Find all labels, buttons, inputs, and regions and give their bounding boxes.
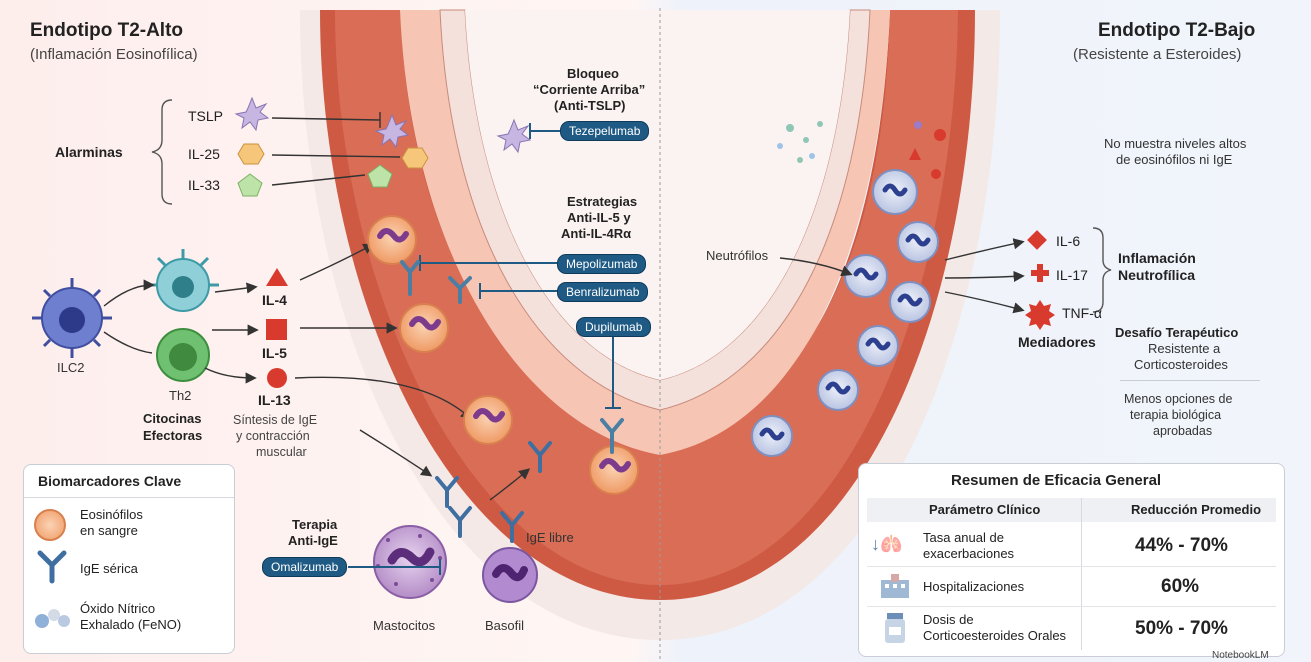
il13-circle-icon: [267, 368, 287, 388]
watermark: NotebookLM: [1212, 650, 1269, 661]
mepolizumab-pill: Mepolizumab: [557, 254, 646, 274]
molecule-icon: [30, 603, 74, 633]
il4-triangle-icon: [266, 268, 288, 286]
right-subtitle: (Resistente a Esteroides): [1073, 46, 1241, 63]
alarmin-il33: IL-33: [188, 177, 220, 193]
ige-synthesis-1: Síntesis de IgE: [233, 413, 317, 427]
biomarkers-panel: Biomarcadores Clave Eosinófilos en sangr…: [23, 464, 235, 654]
mediadores-label: Mediadores: [1018, 334, 1096, 350]
strategies-label-2: Anti-IL-5 y: [567, 210, 631, 225]
lungs-icon: ↓🫁: [871, 534, 902, 555]
th2-label: Th2: [169, 388, 191, 403]
cytokine-il13: IL-13: [258, 392, 291, 408]
biomarker-2-line1: IgE sérica: [80, 561, 138, 576]
summary-col1-header: Parámetro Clínico: [929, 502, 1040, 517]
il5-square-icon: [266, 319, 287, 340]
tslp-icon: [236, 98, 268, 130]
summary-panel: Resumen de Eficacia General Parámetro Cl…: [858, 463, 1285, 657]
row1-value: 44% - 70%: [1135, 535, 1228, 557]
biomarker-3-line1: Óxido Nítrico: [80, 601, 155, 616]
basophil-icon: [483, 548, 537, 602]
mast-cell-icon: [374, 526, 446, 598]
challenge-divider: [1120, 380, 1260, 381]
cytokine-il5: IL-5: [262, 345, 287, 361]
fewer-line-1: Menos opciones de: [1124, 392, 1232, 406]
ige-synthesis-3: muscular: [256, 445, 307, 459]
alarmin-tslp: TSLP: [188, 108, 223, 124]
ilc2-cell-icon: [32, 278, 112, 358]
mediator-il6: IL-6: [1056, 233, 1080, 249]
neutrofilos-label: Neutrófilos: [706, 248, 768, 263]
upstream-label-3: (Anti-TSLP): [554, 98, 625, 113]
summary-row: Hospitalizaciones 60%: [867, 568, 1276, 607]
fewer-line-2: terapia biológica: [1130, 408, 1221, 422]
row3-param-2: Corticoesteroides Orales: [923, 628, 1066, 643]
hospital-icon: [877, 572, 917, 602]
challenge-title: Desafío Terapéutico: [1115, 325, 1238, 340]
challenge-line-1: Resistente a: [1148, 341, 1220, 356]
effector-label-2: Efectoras: [143, 428, 202, 443]
summary-title: Resumen de Eficacia General: [951, 472, 1161, 489]
il17-cross-icon: [1031, 264, 1049, 282]
anti-ige-label-2: Anti-IgE: [288, 533, 338, 548]
tnf-star-icon: [1025, 300, 1055, 330]
row1-param-2: exacerbaciones: [923, 546, 1014, 561]
strategies-label-3: Anti-IL-4Rα: [561, 226, 631, 241]
summary-row: ↓🫁 Tasa anual de exacerbaciones 44% - 70…: [867, 526, 1276, 567]
mediator-tnf: TNF-α: [1062, 305, 1102, 321]
effector-label-1: Citocinas: [143, 411, 202, 426]
pill-bottle-icon: [881, 611, 911, 647]
fewer-line-3: aprobadas: [1153, 424, 1212, 438]
tezepelumab-pill: Tezepelumab: [560, 121, 649, 141]
ige-libre-label: IgE libre: [526, 530, 574, 545]
summary-row: Dosis de Corticoesteroides Orales 50% - …: [867, 608, 1276, 650]
cytokine-il4: IL-4: [262, 292, 287, 308]
challenge-line-2: Corticosteroides: [1134, 357, 1228, 372]
mediator-il17: IL-17: [1056, 267, 1088, 283]
il6-diamond-icon: [1027, 230, 1047, 250]
row2-param-1: Hospitalizaciones: [923, 579, 1024, 594]
biomarker-3-line2: Exhalado (FeNO): [80, 617, 181, 632]
left-subtitle: (Inflamación Eosinofílica): [30, 46, 198, 63]
th2-cell-icon: [157, 329, 209, 381]
strategies-label-1: Estrategias: [567, 194, 637, 209]
summary-header-row: Parámetro Clínico Reducción Promedio: [867, 498, 1276, 522]
upstream-label-1: Bloqueo: [567, 66, 619, 81]
alarmin-il25: IL-25: [188, 146, 220, 162]
row1-param-1: Tasa anual de: [923, 530, 1004, 545]
benralizumab-pill: Benralizumab: [557, 282, 648, 302]
mastocitos-label: Mastocitos: [373, 618, 435, 633]
eosinophil-icon: [34, 509, 66, 541]
ilc2-label: ILC2: [57, 360, 84, 375]
left-title: Endotipo T2-Alto: [30, 20, 183, 42]
note-line-2: de eosinófilos ni IgE: [1116, 152, 1232, 167]
omalizumab-pill: Omalizumab: [262, 557, 347, 577]
biomarkers-title: Biomarcadores Clave: [38, 473, 181, 489]
anti-ige-label-1: Terapia: [292, 517, 337, 532]
t-cell-icon: [147, 249, 219, 311]
row2-value: 60%: [1161, 576, 1199, 598]
biomarker-1-line1: Eosinófilos: [80, 507, 143, 522]
antibody-icon: [32, 549, 72, 585]
il25-icon: [238, 144, 264, 164]
inflammation-label-1: Inflamación: [1118, 250, 1196, 266]
alarminas-label: Alarminas: [55, 144, 123, 160]
note-line-1: No muestra niveles altos: [1104, 136, 1246, 151]
row3-param-1: Dosis de: [923, 612, 974, 627]
right-title: Endotipo T2-Bajo: [1098, 20, 1255, 42]
biomarker-1-line2: en sangre: [80, 523, 138, 538]
dupilumab-pill: Dupilumab: [576, 317, 651, 337]
basofil-label: Basofil: [485, 618, 524, 633]
row3-value: 50% - 70%: [1135, 618, 1228, 640]
summary-col2-header: Reducción Promedio: [1131, 502, 1261, 517]
ige-synthesis-2: y contracción: [236, 429, 310, 443]
upstream-label-2: “Corriente Arriba”: [533, 82, 645, 97]
inflammation-label-2: Neutrofílica: [1118, 267, 1195, 283]
il33-icon: [238, 174, 262, 196]
